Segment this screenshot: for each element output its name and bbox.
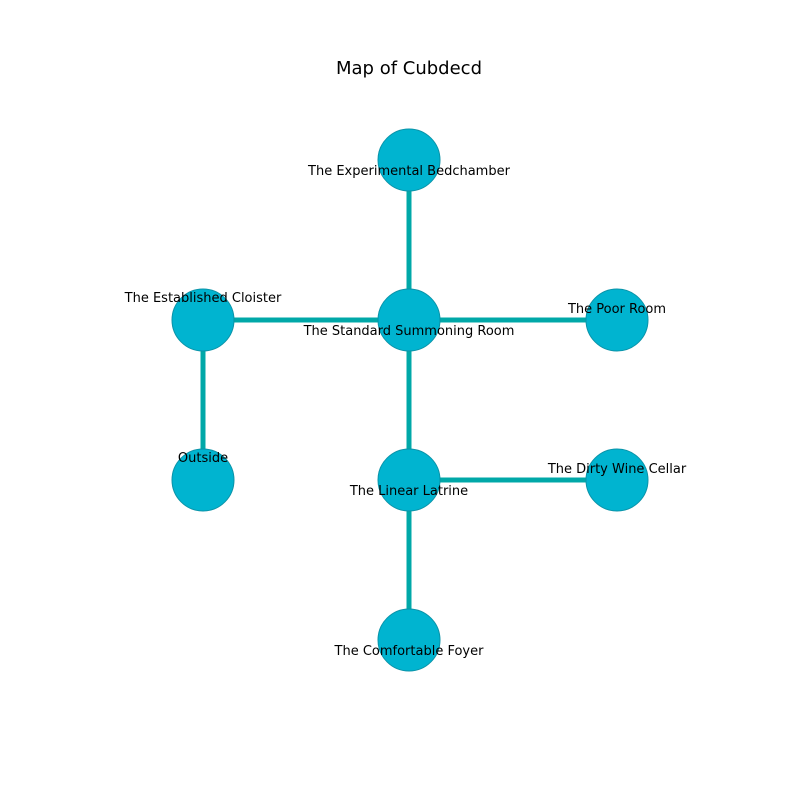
- node-label-bedchamber: The Experimental Bedchamber: [307, 164, 511, 179]
- node-label-outside: Outside: [178, 451, 228, 466]
- edge-layer: [200, 160, 617, 640]
- node-label-cloister: The Established Cloister: [124, 291, 282, 306]
- map-title: Map of Cubdecd: [336, 58, 482, 79]
- node-label-summoning: The Standard Summoning Room: [303, 324, 515, 339]
- node-bedchamber: [377, 128, 441, 192]
- node-summoning: [377, 288, 441, 352]
- node-label-foyer: The Comfortable Foyer: [334, 644, 485, 659]
- node-foyer: [377, 608, 441, 672]
- node-layer: [171, 128, 649, 672]
- node-latrine: [377, 448, 441, 512]
- node-outside: [171, 448, 235, 512]
- node-cloister: [171, 288, 235, 352]
- node-label-latrine: The Linear Latrine: [349, 484, 468, 499]
- node-label-poor: The Poor Room: [567, 302, 666, 317]
- node-label-cellar: The Dirty Wine Cellar: [547, 462, 687, 477]
- node-poor: [585, 288, 649, 352]
- node-cellar: [585, 448, 649, 512]
